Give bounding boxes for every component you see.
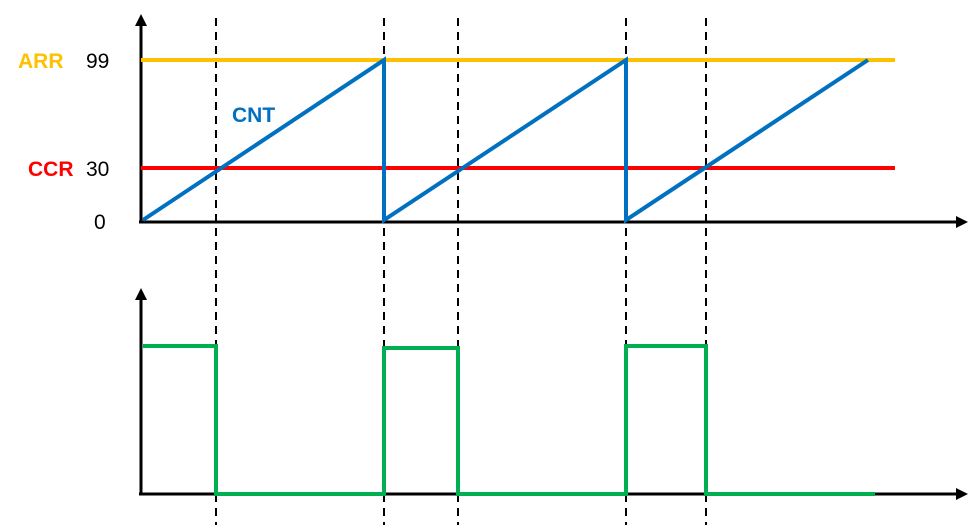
zero-value-label: 0 (94, 211, 106, 234)
ccr-value-label: 30 (86, 158, 109, 181)
cnt-sawtooth (141, 56, 870, 224)
pwm-output-waveform (143, 344, 875, 496)
ccr-label: CCR (28, 158, 74, 181)
arr-label: ARR (18, 50, 64, 73)
arr-value-label: 99 (86, 50, 109, 73)
cnt-label: CNT (232, 104, 275, 127)
